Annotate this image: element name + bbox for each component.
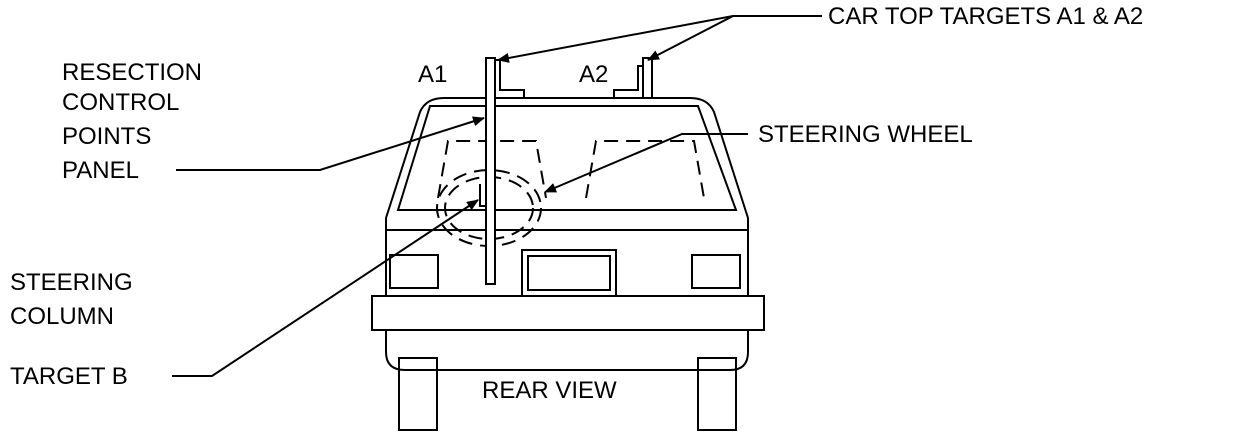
car-top-targets-label: CAR TOP TARGETS A1 & A2 [828, 3, 1143, 30]
a2-label: A2 [579, 61, 608, 88]
resection-panel-leader [176, 116, 485, 171]
rear-body-panel [385, 230, 749, 297]
rear-window [396, 105, 738, 211]
resection-label-line3: POINTS [62, 123, 151, 150]
steering-wheel-label: STEERING WHEEL [758, 121, 973, 148]
right-tail-light [691, 254, 741, 289]
lower-body [385, 330, 749, 371]
resection-label-line1: RESECTION [62, 59, 202, 86]
resection-control-points-panel [485, 57, 496, 285]
car-top-targets-leader-a2 [647, 15, 734, 61]
right-tire [697, 357, 737, 431]
car-top-target-a2-post [642, 57, 653, 99]
left-tire [398, 357, 438, 431]
steering-column-leader [172, 199, 479, 377]
resection-label-line2: CONTROL [62, 89, 179, 116]
steering-wheel-leader [544, 133, 748, 193]
rear-hatch-outline [385, 97, 749, 231]
steering-column-label-line1: STEERING [10, 269, 133, 296]
front-windshield-right [585, 140, 705, 199]
resection-label-line4: PANEL [62, 157, 139, 184]
car-top-target-a2 [613, 65, 643, 97]
car-top-target-a1 [495, 59, 525, 97]
license-plate-inner [527, 255, 611, 291]
rear-bumper [371, 295, 765, 331]
steering-column-label-line3: TARGET B [10, 363, 128, 390]
a1-label: A1 [418, 61, 447, 88]
left-tail-light [389, 254, 439, 289]
steering-column-label-line2: COLUMN [10, 303, 114, 330]
rear-view-label: REAR VIEW [482, 377, 617, 404]
